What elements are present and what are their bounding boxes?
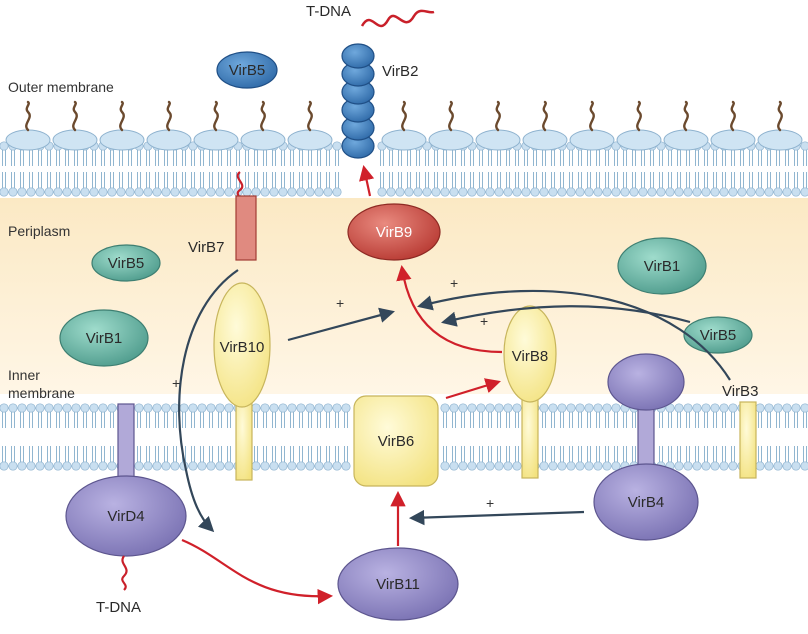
arrow-virb8-to-virb9 [396, 264, 503, 354]
periplasm-label: Periplasm [8, 223, 70, 239]
arrow-virb7-to-vird4 [178, 269, 239, 533]
virb3-protein [739, 401, 757, 479]
virb3-label: VirB3 [722, 383, 758, 400]
arrow-virb10-to-virb9 [287, 307, 395, 342]
virb11-protein [337, 547, 459, 621]
plus-sign-virb7: + [172, 375, 180, 391]
virb6-label: VirB6 [378, 433, 414, 450]
plus-sign-virb4: + [486, 495, 494, 511]
arrow-vird4-to-virb11 [181, 538, 334, 605]
virb7-label: VirB7 [188, 239, 224, 256]
arrow-virb5-to-virb9 [440, 305, 691, 327]
virb1-right-protein [617, 237, 707, 295]
plus-sign-virb5: + [480, 313, 488, 329]
outer-membrane-label: Outer membrane [8, 79, 114, 95]
tdna-strand-top [360, 9, 435, 28]
virb5-top-protein [216, 51, 278, 89]
tdna-bottom-label: T-DNA [96, 599, 141, 616]
lipid-tails [2, 150, 807, 188]
virb9-label: VirB9 [376, 224, 412, 241]
virb5-left-label: VirB5 [108, 255, 144, 272]
vird4-protein [65, 403, 187, 557]
virb2-label: VirB2 [382, 63, 418, 80]
virb1-right-label: VirB1 [644, 258, 680, 275]
inner-membrane-label-line2: membrane [8, 385, 75, 401]
arrow-virb9-to-virb2 [359, 164, 375, 197]
arrow-virb4-to-virb6 [408, 509, 585, 526]
virb8-label: VirB8 [512, 348, 548, 365]
virb5-left-protein [91, 244, 161, 282]
lps-layer [5, 100, 803, 151]
virb1-left-protein [59, 309, 149, 367]
tdna-top-label: T-DNA [306, 3, 351, 20]
virb5-right-label: VirB5 [700, 327, 736, 344]
virb4-protein [593, 353, 699, 541]
virb6-protein [353, 395, 439, 487]
plus-sign-virb10: + [336, 295, 344, 311]
virb5-right-protein [683, 316, 753, 354]
vird4-label: VirD4 [107, 508, 144, 525]
virb11-label: VirB11 [376, 576, 420, 593]
outer-membrane [0, 100, 808, 197]
virb10-protein [213, 282, 271, 481]
virb10-label: VirB10 [220, 339, 265, 356]
virb8-protein [503, 305, 557, 479]
virb4-label: VirB4 [628, 494, 664, 511]
virb9-protein [347, 203, 441, 261]
arrow-virb6-to-virb8 [445, 378, 501, 400]
arrow-virb3-to-virb9 [417, 289, 731, 381]
virb7-protein [235, 195, 257, 261]
inner-membrane-label-line1: Inner [8, 367, 40, 383]
plus-sign-virb3: + [450, 275, 458, 291]
virb1-left-label: VirB1 [86, 330, 122, 347]
tdna-strand-bottom [121, 555, 128, 591]
virb2-pilus [341, 43, 375, 159]
virb5-top-label: VirB5 [229, 62, 265, 79]
